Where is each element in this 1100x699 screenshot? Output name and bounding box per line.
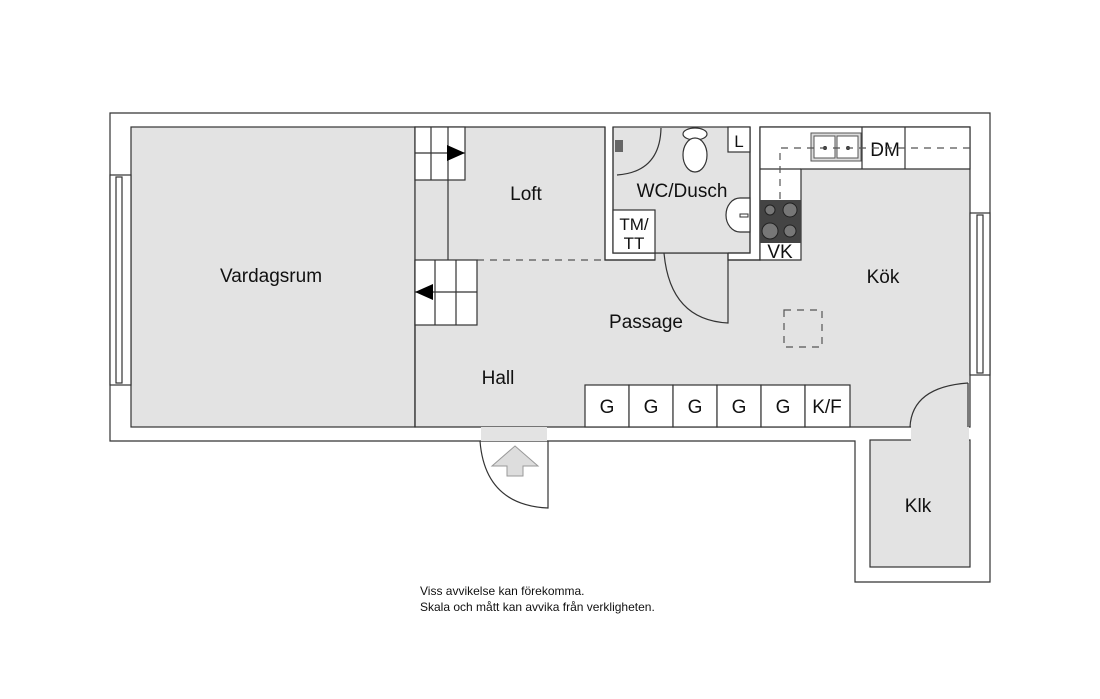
room-label-hall: Hall bbox=[482, 368, 515, 389]
closet-label: G bbox=[732, 397, 747, 418]
klk-door[interactable] bbox=[909, 382, 969, 428]
room-label-kok: Kök bbox=[867, 267, 900, 288]
stairs-lower bbox=[414, 259, 478, 326]
closet-label: G bbox=[688, 397, 703, 418]
dishwasher-label: DM bbox=[870, 140, 900, 161]
disclaimer-line-2: Skala och mått kan avvika från verklighe… bbox=[420, 600, 655, 614]
window-right bbox=[969, 212, 991, 376]
closet-label: G bbox=[600, 397, 615, 418]
linen-label: L bbox=[734, 132, 743, 151]
sink-icon bbox=[725, 197, 751, 233]
wall-cabinets-dashed bbox=[779, 147, 970, 200]
ceiling-hatch bbox=[783, 309, 823, 348]
shower-head-icon bbox=[615, 140, 623, 152]
closets: G G G G G K/F bbox=[584, 384, 851, 428]
tm-tt-label-2: TT bbox=[624, 234, 645, 253]
entrance-arrow-icon bbox=[490, 445, 540, 477]
window-left bbox=[109, 174, 132, 386]
disclaimer-line-1: Viss avvikelse kan förekomma. bbox=[420, 584, 585, 598]
wc-door[interactable] bbox=[663, 252, 729, 324]
tm-tt-box bbox=[612, 209, 656, 254]
stove-label: VK bbox=[767, 242, 793, 263]
room-label-klk: Klk bbox=[905, 496, 932, 517]
shower-curtain bbox=[616, 127, 662, 176]
arrow-right-icon bbox=[447, 145, 465, 161]
closet-label: G bbox=[776, 397, 791, 418]
kitchen-sink-icon bbox=[810, 132, 862, 162]
entrance-door[interactable] bbox=[479, 440, 549, 509]
room-label-wc: WC/Dusch bbox=[637, 181, 728, 202]
tm-tt-label-1: TM/ bbox=[619, 215, 649, 234]
linen-box bbox=[727, 126, 751, 153]
entrance-floor bbox=[481, 427, 547, 441]
stove-icon bbox=[760, 200, 801, 243]
closet-label: G bbox=[644, 397, 659, 418]
closet-label: K/F bbox=[812, 397, 842, 418]
toilet-icon bbox=[682, 127, 708, 173]
stairs-upper bbox=[414, 126, 466, 181]
klk-opening bbox=[911, 426, 969, 441]
room-label-passage: Passage bbox=[609, 312, 683, 333]
room-label-loft: Loft bbox=[510, 184, 542, 205]
room-label-vardagsrum: Vardagsrum bbox=[220, 266, 322, 287]
arrow-left-icon bbox=[415, 284, 433, 300]
floor-klk bbox=[869, 439, 971, 568]
